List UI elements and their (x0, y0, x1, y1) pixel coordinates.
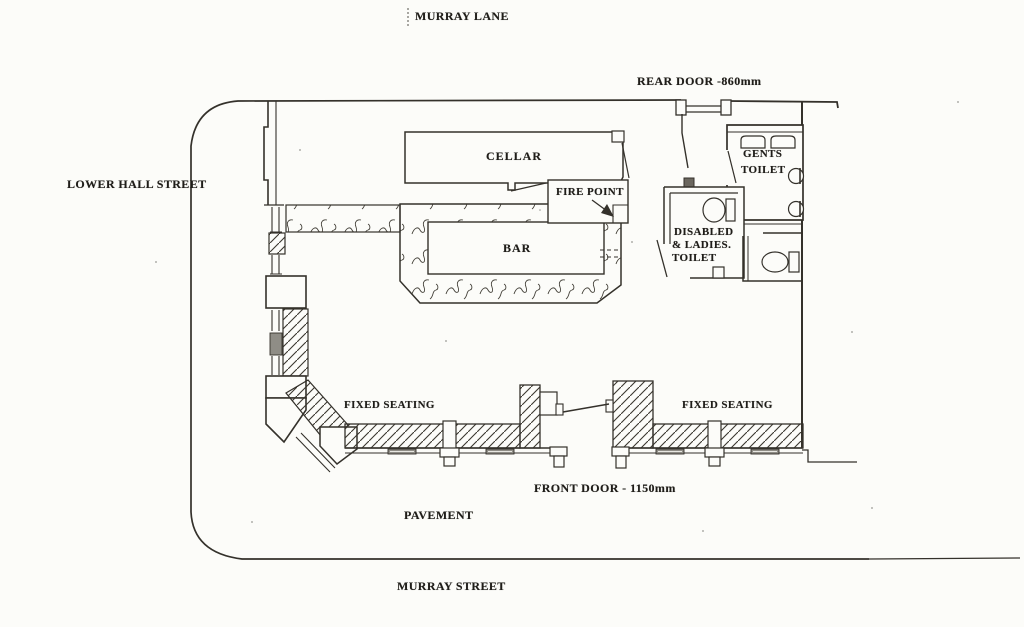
front-door (555, 399, 614, 416)
wc-block (712, 266, 725, 279)
window-strip (271, 310, 280, 331)
door-lobby-block (539, 391, 558, 416)
counter-flap-dashed (600, 249, 621, 258)
wall-pier (265, 275, 307, 309)
ladies-toilet-room (742, 232, 803, 282)
rear-door (675, 99, 732, 116)
toilet-cistern (788, 251, 800, 273)
lobby-post (683, 177, 695, 188)
label-rear-door: REAR DOOR -860mm (637, 74, 762, 88)
label-fixed-seating-left: FIXED SEATING (344, 399, 435, 411)
door-swing-icon (621, 142, 630, 179)
toilet-icon (761, 251, 789, 273)
side-seating-hatch (282, 308, 309, 377)
door-swing-icon (656, 239, 668, 278)
door-swing-icon (727, 150, 737, 184)
murray-street-kerb (868, 557, 1021, 560)
rear-lobby (681, 114, 695, 188)
left-counter-run (285, 204, 401, 233)
label-disabled-toilet-line3: TOILET (672, 252, 717, 264)
fire-point-arrow-head (601, 204, 614, 217)
window-strip (270, 255, 282, 275)
label-fire-point: FIRE POINT (556, 186, 624, 198)
basin-icon (787, 167, 805, 185)
seating-block-right-of-door (612, 380, 654, 449)
cellar-room (404, 130, 630, 192)
top-wall-right (726, 100, 839, 109)
corner-window-strip (295, 432, 336, 473)
street-boundary-line (190, 99, 869, 560)
door-swing-icon (510, 182, 547, 192)
label-bar: BAR (503, 241, 532, 255)
bar-inner (427, 221, 605, 275)
cellar-hatch-box (611, 130, 625, 143)
label-murray-lane: MURRAY LANE (415, 9, 509, 23)
label-murray-street: MURRAY STREET (397, 579, 506, 593)
label-disabled-toilet-line2: & LADIES. (672, 239, 732, 251)
seating-block-left-of-door (519, 384, 541, 449)
label-fixed-seating-right: FIXED SEATING (682, 399, 773, 411)
window-shaded (269, 332, 283, 356)
bar-counter (285, 203, 622, 304)
label-lower-hall-street: LOWER HALL STREET (67, 177, 207, 191)
urinal-icon (770, 135, 796, 149)
urinal-icon (740, 135, 766, 149)
front-wall-piers (439, 420, 725, 469)
label-front-door: FRONT DOOR - 1150mm (534, 481, 676, 495)
fire-point-room (547, 179, 629, 224)
fixed-seating-bands (344, 380, 804, 449)
disabled-toilet-room (656, 186, 745, 279)
label-gents-toilet-line1: GENTS (743, 148, 783, 160)
rear-door-leaf (686, 105, 721, 113)
label-cellar: CELLAR (486, 149, 543, 163)
label-pavement: PAVEMENT (404, 508, 474, 522)
toilet-cistern (725, 198, 736, 222)
toilet-icon (702, 197, 726, 223)
label-gents-toilet-line2: TOILET (741, 164, 786, 176)
window-strip (270, 207, 282, 233)
window-strip (271, 356, 280, 375)
label-disabled-toilet-line1: DISABLED (674, 226, 734, 238)
front-windows (387, 448, 780, 455)
bottom-right-step (802, 449, 857, 463)
door-swing-icon (562, 403, 610, 413)
basin-icon (787, 200, 805, 218)
wall-hatch-block (268, 232, 286, 255)
left-wall (263, 101, 309, 444)
